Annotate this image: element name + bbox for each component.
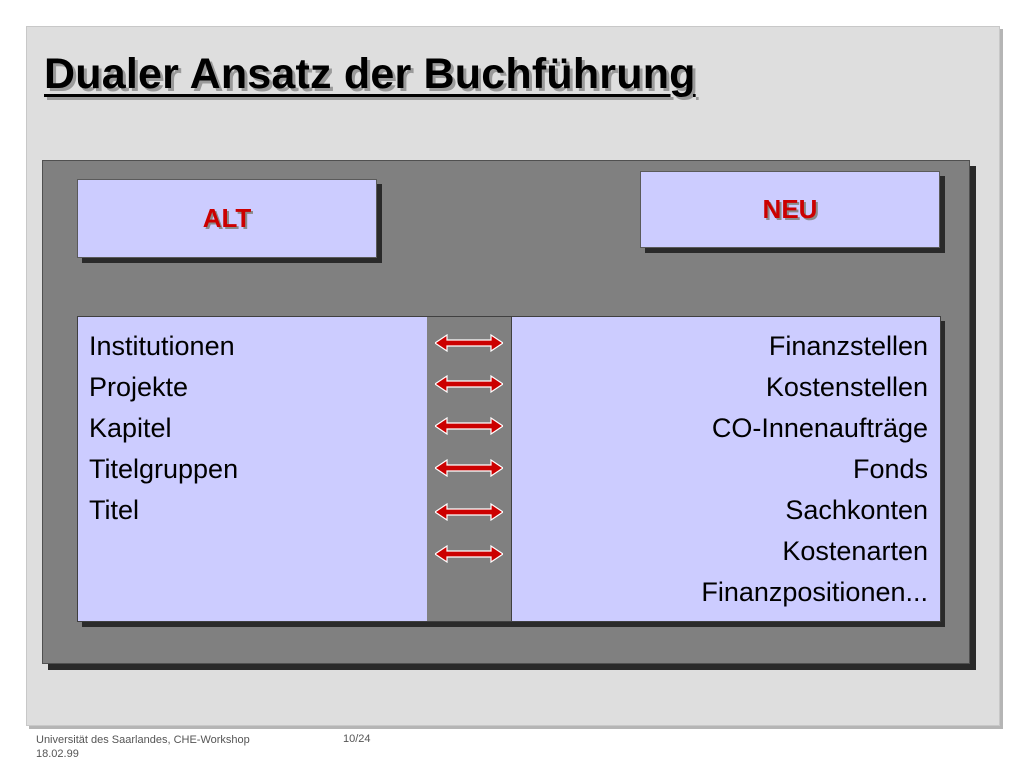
alt-header-box: ALT: [77, 179, 377, 258]
arrow-column: [427, 316, 511, 622]
footer-date: 18.02.99: [36, 748, 79, 760]
old-terms-column: Institutionen Projekte Kapitel Titelgrup…: [77, 316, 428, 622]
double-arrow-icon: [435, 375, 503, 393]
new-term-item: Finanzstellen: [768, 331, 928, 361]
double-arrow-icon: [435, 545, 503, 563]
old-term-item: Titelgruppen: [89, 454, 239, 484]
old-term-item: Titel: [89, 495, 140, 525]
new-term-item: Kostenstellen: [765, 372, 928, 402]
neu-header-box: NEU: [640, 171, 940, 248]
new-term-item: CO-Innenaufträge: [711, 413, 928, 443]
double-arrow-icon: [435, 503, 503, 521]
new-term-item: Sachkonten: [785, 495, 928, 525]
double-arrow-icon: [435, 459, 503, 477]
new-terms-list: Finanzstellen Kostenstellen CO-Innenauft…: [512, 317, 940, 613]
new-term-item: Finanzpositionen...: [701, 577, 928, 607]
double-arrow-icon: [435, 334, 503, 352]
new-term-item: Fonds: [852, 454, 928, 484]
double-arrow-icon: [435, 417, 503, 435]
slide-title: Dualer Ansatz der Buchführung: [44, 50, 696, 98]
neu-header-label: NEU: [762, 194, 818, 224]
page-number: 10/24: [343, 733, 371, 745]
old-terms-list: Institutionen Projekte Kapitel Titelgrup…: [78, 317, 427, 531]
old-term-item: Institutionen: [89, 331, 235, 361]
new-terms-column: Finanzstellen Kostenstellen CO-Innenauft…: [511, 316, 941, 622]
old-term-item: Projekte: [89, 372, 189, 402]
footer-info: Universität des Saarlandes, CHE-Workshop…: [36, 733, 250, 761]
new-term-item: Kostenarten: [782, 536, 928, 566]
footer-organization: Universität des Saarlandes, CHE-Workshop: [36, 734, 250, 746]
alt-header-label: ALT: [202, 203, 252, 233]
mapping-table: Institutionen Projekte Kapitel Titelgrup…: [77, 316, 941, 622]
old-term-item: Kapitel: [89, 413, 172, 443]
